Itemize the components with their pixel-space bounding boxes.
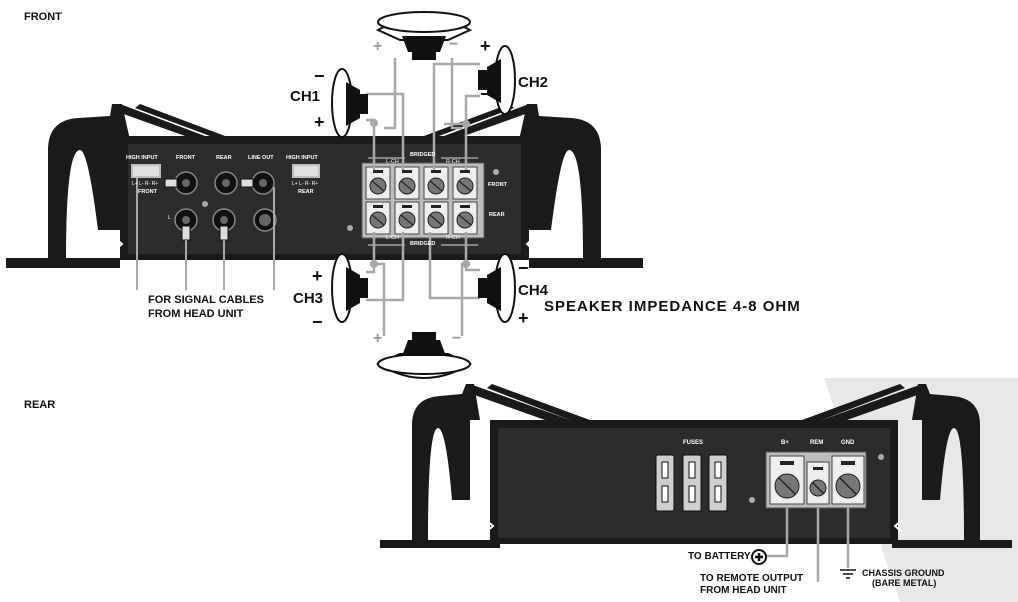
ch2-plus: + [480, 36, 491, 56]
speaker-wires [366, 58, 480, 336]
signal-cable-caption-2: FROM HEAD UNIT [148, 308, 244, 320]
line-out-label: LINE OUT [248, 155, 274, 161]
ch2-minus: − [480, 84, 491, 104]
signal-cable-caption-1: FOR SIGNAL CABLES [148, 294, 264, 306]
bottom-speaker-minus: − [452, 330, 462, 347]
ch1-minus: − [314, 66, 325, 86]
front-section-label: FRONT [24, 11, 62, 23]
speaker-impedance-caption: SPEAKER IMPEDANCE 4-8 OHM [544, 298, 801, 315]
high-input-right-label: HIGH INPUT [286, 155, 318, 161]
chassis-ground-caption-2: (BARE METAL) [872, 578, 937, 588]
top-speaker [375, 11, 473, 60]
fuse-holders [655, 454, 728, 512]
ch3-plus: + [312, 266, 323, 286]
ch4-plus: + [518, 308, 529, 328]
ch4-label: CH4 [518, 282, 549, 299]
rear-rca-label: REAR [216, 155, 232, 161]
high-input-left-pins: L+ L- R- R+ [132, 181, 159, 187]
rch-top-label: R-CH [446, 159, 460, 165]
to-battery-caption: TO BATTERY [688, 551, 751, 562]
rch-bottom-label: R-CH [446, 235, 460, 241]
gnd-label: GND [841, 440, 855, 446]
rear-section-label: REAR [24, 399, 56, 411]
lch-top-label: L-CH [386, 159, 399, 165]
high-input-left-sub: FRONT [138, 189, 157, 195]
bridged-top-label: BRIDGED [410, 152, 436, 158]
ch3-minus: − [312, 312, 323, 332]
top-speaker-minus: − [449, 36, 459, 53]
high-input-right-pins: L+ L- R- R+ [292, 181, 319, 187]
ch3-label: CH3 [293, 290, 324, 307]
ch1-label: CH1 [290, 88, 321, 105]
front-rca-label: FRONT [176, 155, 195, 161]
row-rear-label: REAR [489, 212, 505, 218]
to-remote-caption-1: TO REMOTE OUTPUT [700, 573, 804, 584]
high-input-left-label: HIGH INPUT [126, 155, 158, 161]
row-front-label: FRONT [488, 182, 507, 188]
bottom-speaker-plus: + [373, 330, 383, 347]
rca-l-label: L [168, 215, 172, 221]
ch4-speaker [478, 253, 516, 323]
bplus-label: B+ [781, 440, 789, 446]
bridged-bottom-label: BRIDGED [410, 241, 436, 247]
ch4-minus: − [518, 258, 529, 278]
high-input-right-sub: REAR [298, 189, 314, 195]
fuses-label: FUSES [683, 440, 704, 446]
ch1-plus: + [314, 112, 325, 132]
rem-label: REM [810, 440, 824, 446]
lch-bottom-label: L-CH [386, 235, 399, 241]
bottom-speaker [375, 332, 473, 379]
chassis-ground-caption-1: CHASSIS GROUND [862, 568, 945, 578]
ground-icon [840, 569, 856, 579]
ch2-speaker [478, 45, 516, 115]
to-remote-caption-2: FROM HEAD UNIT [700, 585, 787, 596]
ch1-speaker [331, 68, 368, 138]
top-speaker-plus: + [373, 38, 383, 55]
ch2-label: CH2 [518, 74, 549, 91]
ch3-speaker [331, 253, 368, 323]
